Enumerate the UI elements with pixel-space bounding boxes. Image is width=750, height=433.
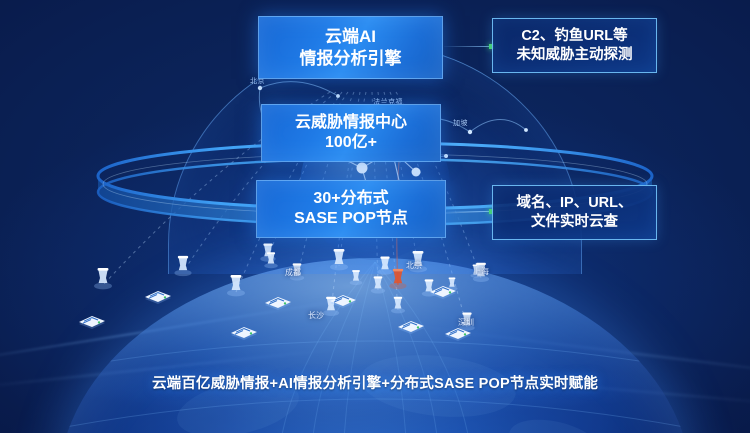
map-pin-icon[interactable] (409, 251, 427, 273)
map-pin-icon[interactable] (349, 270, 363, 286)
data-beam (389, 91, 468, 328)
card-cloud-ai[interactable]: 云端AI 情报分析引擎 (258, 16, 443, 79)
card-cloud-query-line1: 域名、IP、URL、 (516, 194, 633, 211)
card-threat-detection[interactable]: C2、钓鱼URL等 未知威胁主动探测 (492, 18, 657, 73)
map-pin-icon[interactable] (264, 252, 278, 269)
card-threat-detection-line1: C2、钓鱼URL等 (521, 27, 628, 44)
map-pin-icon[interactable] (94, 268, 112, 290)
server-card-icon[interactable] (430, 286, 456, 299)
connector-line-bottom (447, 209, 494, 214)
server-card-icon[interactable] (79, 316, 105, 329)
map-city-label: 北京 (406, 261, 422, 270)
card-sase-pop[interactable]: 30+分布式 SASE POP节点 (256, 180, 446, 238)
server-card-icon[interactable] (145, 291, 171, 304)
map-pin-icon[interactable] (377, 256, 393, 275)
server-card-icon[interactable] (330, 295, 356, 308)
card-cloud-ai-line1: 云端AI (325, 26, 376, 46)
card-cloud-query-line2: 文件实时云查 (531, 213, 618, 230)
map-pin-icon[interactable] (389, 268, 407, 290)
card-sase-pop-line1: 30+分布式 (313, 189, 389, 207)
card-sase-pop-line2: SASE POP节点 (294, 210, 408, 227)
dome-city-label: 北京 (250, 78, 265, 85)
connector-node-dot (489, 44, 494, 49)
map-pin-icon[interactable] (289, 263, 305, 281)
map-pin-icon[interactable] (390, 296, 406, 314)
server-card-icon[interactable] (398, 321, 424, 334)
map-city-label: 长沙 (308, 311, 324, 320)
map-pin-icon[interactable] (330, 249, 348, 271)
map-pin-icon[interactable] (227, 275, 245, 297)
card-threat-center[interactable]: 云威胁情报中心 100亿+ (261, 104, 441, 162)
dome-city-label: 法兰克福 (373, 99, 403, 106)
map-pin-icon[interactable] (459, 312, 475, 331)
dome-city-label: 加坡 (453, 120, 468, 127)
connector-node-dot (489, 209, 494, 214)
map-pin-icon[interactable] (174, 255, 192, 277)
bottom-caption: 云端百亿威胁情报+AI情报分析引擎+分布式SASE POP节点实时赋能 (151, 376, 599, 392)
card-threat-detection-line2: 未知威胁主动探测 (516, 46, 633, 63)
server-card-icon[interactable] (445, 328, 471, 341)
connector-line-top (444, 44, 494, 49)
card-threat-center-line1: 云威胁情报中心 (294, 113, 407, 131)
map-city-label: 深圳 (458, 318, 474, 327)
map-pin-icon[interactable] (370, 276, 386, 294)
map-pin-icon[interactable] (472, 262, 490, 282)
server-card-icon[interactable] (231, 327, 257, 340)
map-pin-icon[interactable] (421, 279, 437, 297)
map-city-label: 上海 (473, 267, 489, 276)
map-city-label: 成都 (285, 268, 301, 277)
card-threat-center-line2: 100亿+ (324, 134, 378, 151)
server-card-icon[interactable] (265, 297, 291, 310)
card-cloud-ai-line2: 情报分析引擎 (299, 48, 402, 68)
card-cloud-query[interactable]: 域名、IP、URL、 文件实时云查 (492, 185, 657, 240)
